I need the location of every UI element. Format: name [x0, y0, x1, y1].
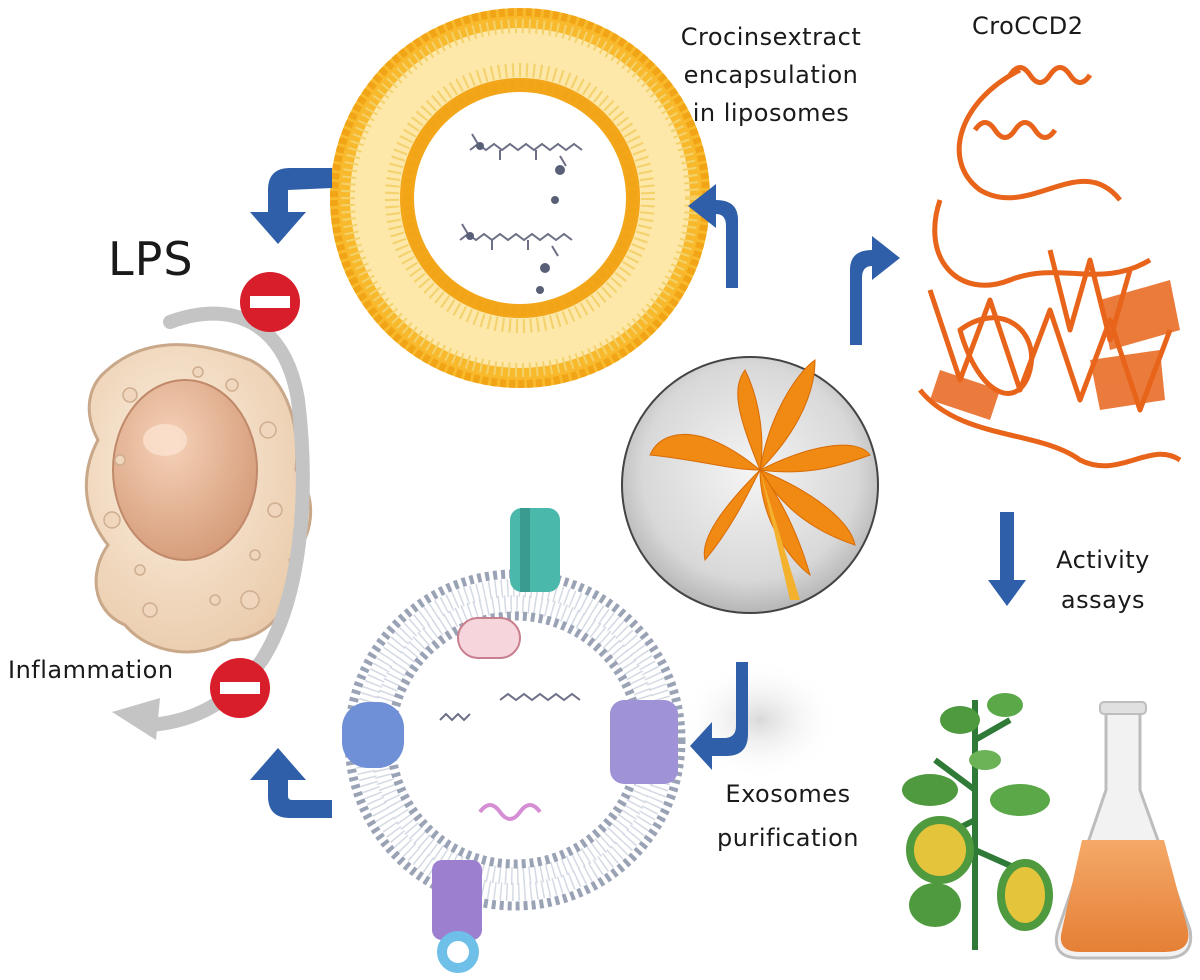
inflammation-label: Inflammation: [8, 656, 174, 684]
arrow-group: [250, 168, 1026, 818]
no-entry-icon: [240, 272, 300, 332]
liposome-icon: [330, 8, 710, 388]
macrophage-cell-icon: [84, 343, 313, 654]
no-entry-icon: [210, 658, 270, 718]
activity-label-line-2: assays: [1060, 586, 1146, 614]
activity-assays-label: Activity assays: [1048, 540, 1158, 620]
exosome-label-line-1: Exosomes: [725, 780, 851, 808]
saffron-flower-icon: [621, 356, 879, 614]
crocin-label-line-1: Crocinsextract: [680, 23, 862, 51]
exosome-label-line-2: purification: [717, 824, 859, 852]
plant-icon: [902, 693, 1053, 950]
crocin-label-line-2: encapsulation: [683, 61, 859, 89]
flask-icon: [1054, 701, 1193, 960]
exosome-purification-label: Exosomes purification: [708, 772, 868, 860]
crocin-label-line-3: in liposomes: [692, 99, 850, 127]
protein-label: CroCCD2: [972, 12, 1084, 40]
crocin-encapsulation-label: Crocinsextract encapsulation in liposome…: [668, 18, 874, 132]
lps-label: LPS: [108, 232, 194, 286]
exosome-icon: [342, 508, 686, 973]
protein-structure-icon: [918, 65, 1182, 469]
activity-label-line-1: Activity: [1056, 546, 1150, 574]
